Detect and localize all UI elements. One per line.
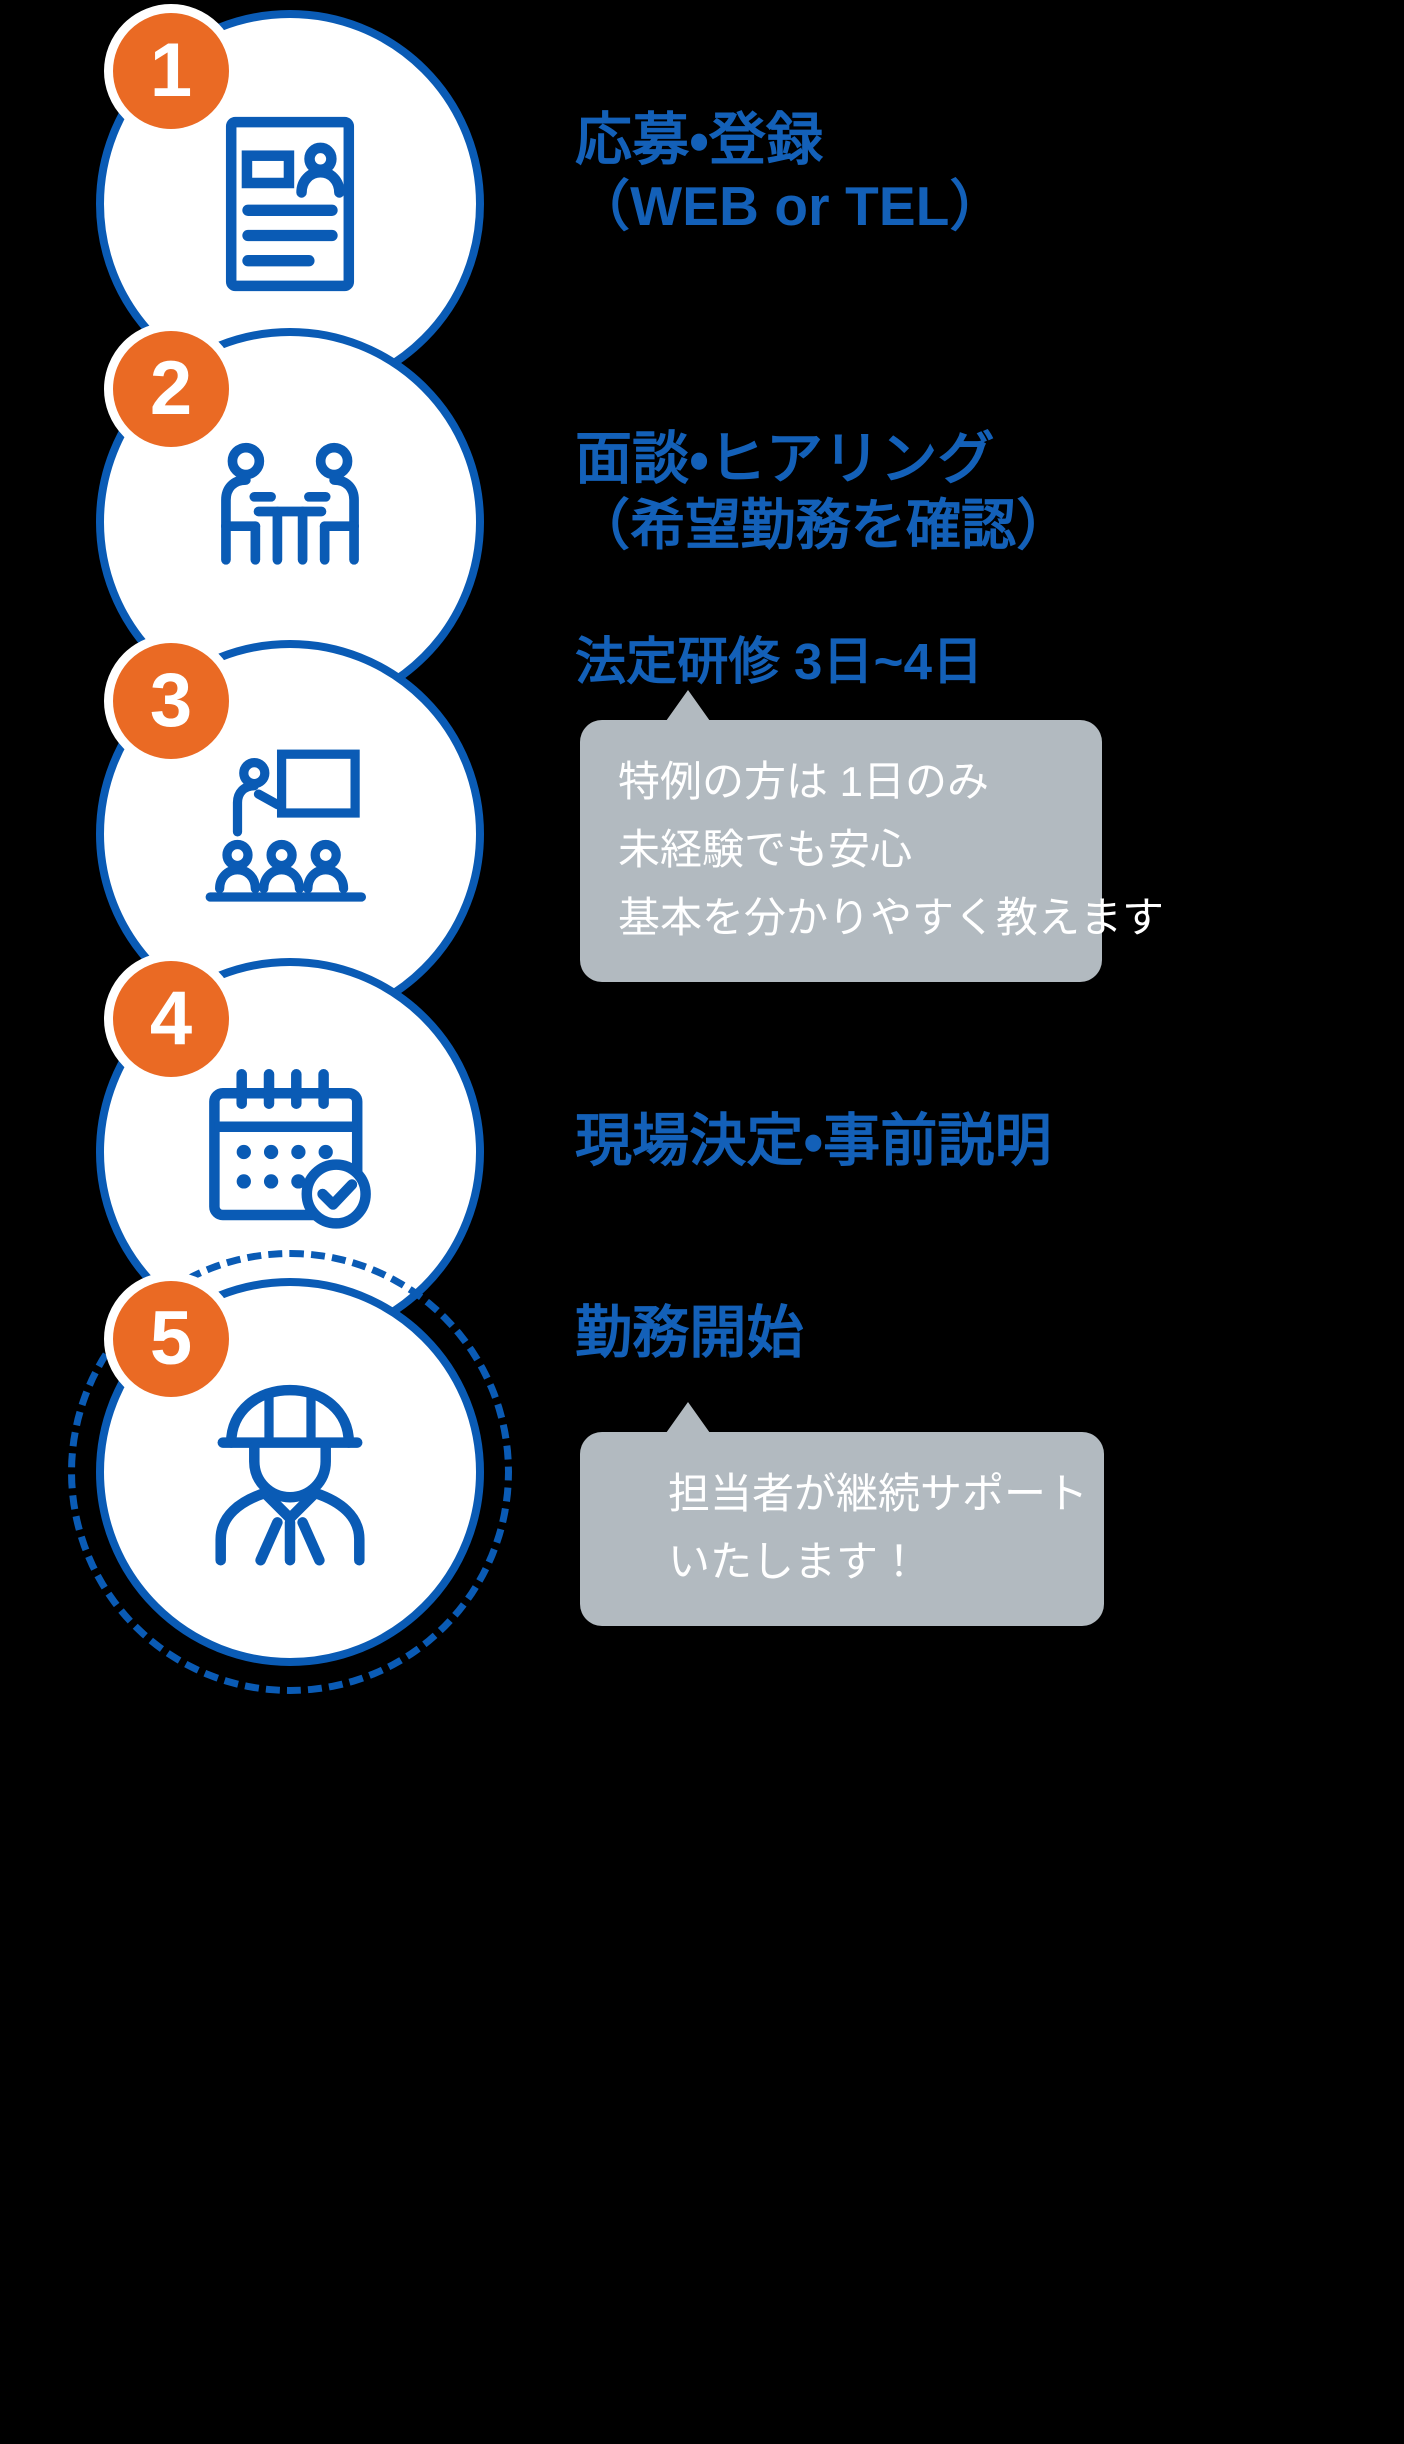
calendar-check-icon [209, 1069, 371, 1229]
step-5-circle: 5 [68, 1250, 512, 1694]
step-3-labels: 法定研修 3日~4日 [575, 632, 983, 692]
step-1-label-line-2: （WEB or TEL） [575, 175, 1005, 238]
step-3-tooltip-arrow [666, 690, 710, 721]
step-3-tooltip-line-3: 基本を分かりやすく教えます [618, 894, 1165, 942]
step-3-label-line-1: 法定研修 3日~4日 [575, 633, 984, 690]
worker-helmet-icon [215, 1384, 365, 1566]
step-3-tooltip-line-2: 未経験でも安心 [618, 826, 913, 874]
step-5-tooltip-line-2: いたします！ [668, 1538, 921, 1586]
training-presentation-icon [205, 749, 367, 902]
step-4-number-badge: 4 [104, 952, 238, 1086]
step-5-labels: 勤務開始 [575, 1300, 804, 1367]
resume-document-icon [225, 116, 355, 292]
step-2-labels: 面談・ヒアリング （希望勤務を確認） [575, 426, 1071, 558]
step-1-label-line-1: 応募・登録 [575, 108, 824, 172]
step-3-tooltip: 特例の方は 1日のみ 未経験でも安心 基本を分かりやすく教えます [580, 690, 1165, 983]
step-5-tooltip-arrow [666, 1402, 710, 1433]
step-3-number-badge: 3 [104, 634, 238, 768]
step-2-number-badge: 2 [104, 322, 238, 456]
step-4-labels: 現場決定・事前説明 [575, 1108, 1052, 1175]
step-4-label-line-1: 現場決定・事前説明 [575, 1109, 1052, 1173]
step-5-tooltip-line-1: 担当者が継続サポート [668, 1470, 1089, 1517]
step-5-circle-ring [68, 1250, 512, 1694]
step-2-label-line-1: 面談・ヒアリング [575, 427, 995, 491]
step-3-tooltip-line-1: 特例の方は 1日のみ [618, 758, 990, 805]
step-2-label-line-2: （希望勤務を確認） [575, 494, 1072, 557]
step-1-labels: 応募・登録 （WEB or TEL） [575, 107, 1005, 239]
step-5-label-line-1: 勤務開始 [575, 1301, 804, 1365]
step-5-number-badge: 5 [104, 1272, 238, 1406]
step-5-tooltip: 担当者が継続サポート いたします！ [580, 1402, 1104, 1627]
step-1-number-badge: 1 [104, 4, 238, 138]
interview-two-people-icon [221, 442, 359, 565]
